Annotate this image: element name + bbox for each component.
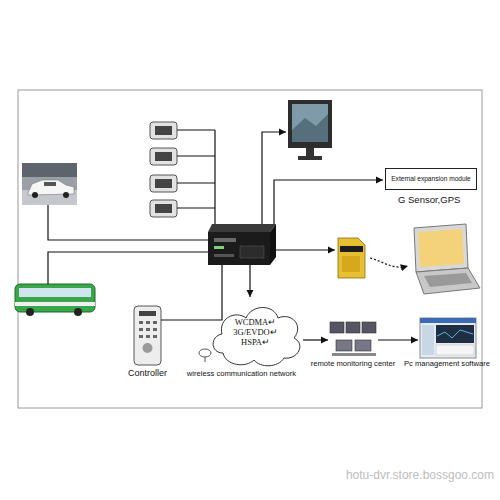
node-caption: wireless communication network bbox=[187, 370, 296, 379]
node-caption: Controller bbox=[128, 368, 167, 378]
remote-control-art bbox=[134, 306, 161, 365]
laptop bbox=[414, 224, 480, 294]
remote-control: Controller bbox=[130, 305, 165, 366]
node-caption: remote monitoring center bbox=[311, 360, 395, 369]
computer-group bbox=[330, 322, 376, 356]
dvr-unit bbox=[208, 224, 276, 265]
node-label: External expansion module bbox=[391, 175, 471, 183]
sensor-note: G Sensor,GPS bbox=[398, 194, 460, 205]
flow-arrow bbox=[303, 339, 328, 340]
module-box: External expansion module bbox=[385, 168, 477, 190]
car-photo bbox=[22, 163, 77, 205]
node-caption: Pc management software bbox=[404, 360, 490, 369]
software-screen: Pc management software bbox=[418, 318, 476, 358]
bus bbox=[15, 284, 95, 316]
sd-card bbox=[338, 238, 365, 278]
wiring bbox=[48, 130, 408, 320]
antenna-icon bbox=[199, 349, 211, 362]
network-cloud: WCDMA↵ 3G/EVDO↵ HSPA↵wireless communicat… bbox=[208, 298, 303, 368]
monitoring-center: remote monitoring center bbox=[328, 320, 378, 358]
watermark: hotu-dvr.store.bossgoo.com bbox=[346, 468, 494, 482]
camera-group bbox=[150, 122, 177, 217]
software-screenshot bbox=[420, 318, 476, 358]
flow-arrow bbox=[378, 339, 418, 340]
monitor-screen bbox=[288, 100, 332, 160]
node-label: WCDMA↵ 3G/EVDO↵ HSPA↵ bbox=[230, 318, 282, 347]
